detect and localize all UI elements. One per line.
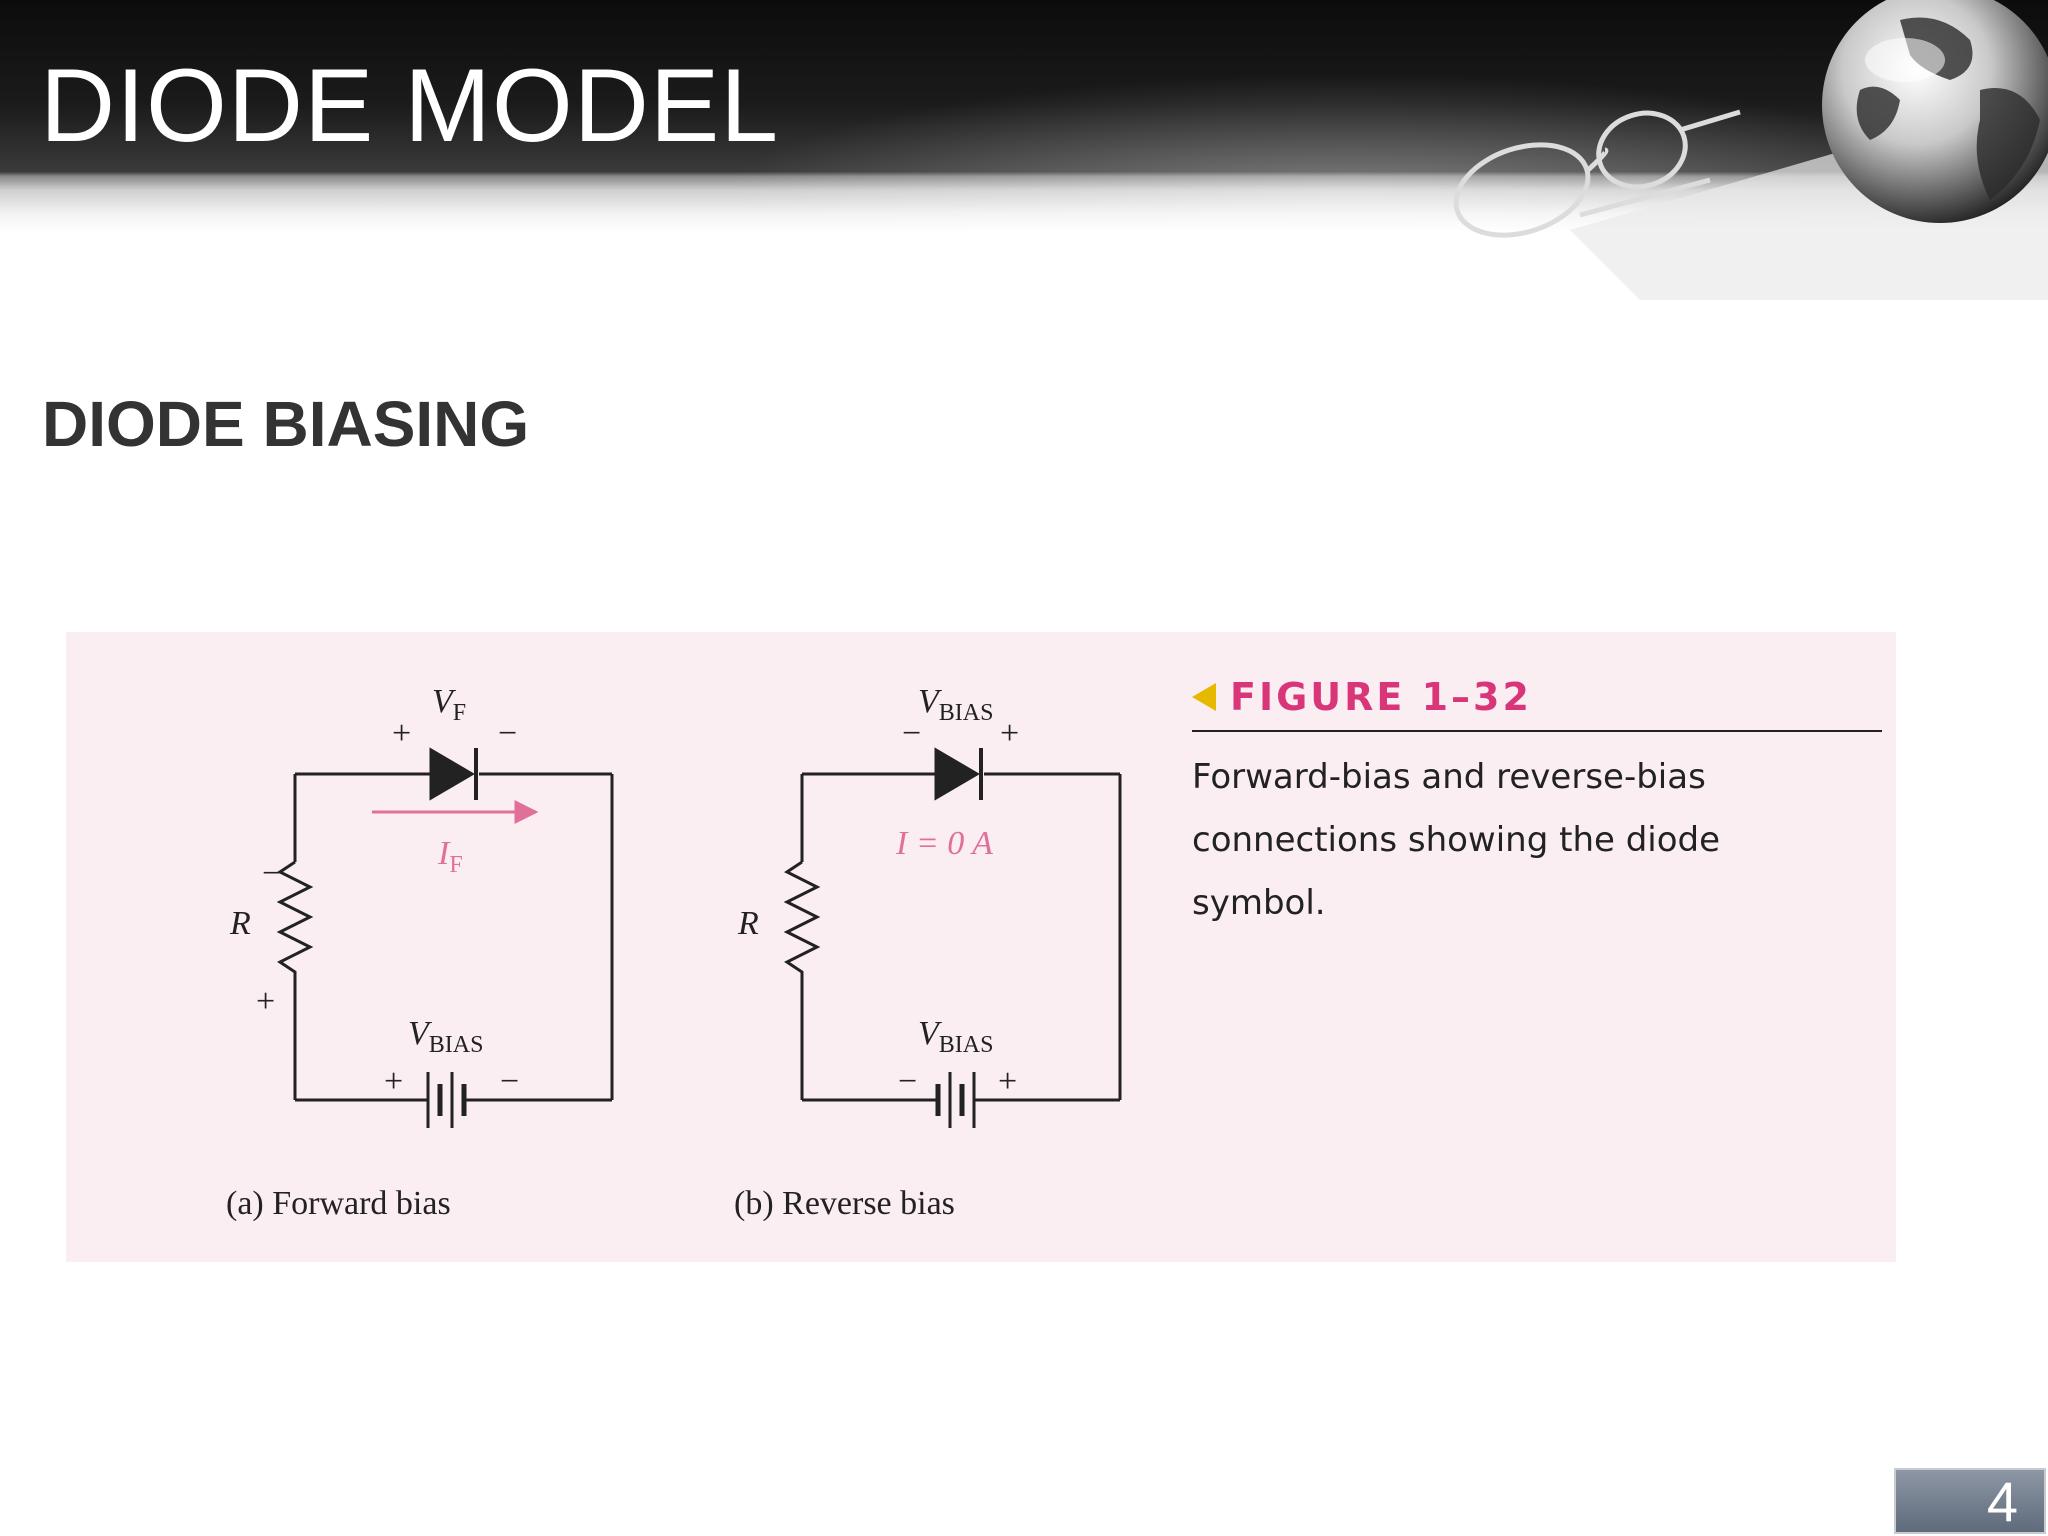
reverse-diode-symbol bbox=[934, 747, 980, 801]
reverse-source-plus: + bbox=[998, 1063, 1017, 1100]
forward-diode-minus: − bbox=[498, 715, 517, 752]
reverse-resistor-label: R bbox=[737, 905, 759, 942]
figure-label-row: FIGURE 1–32 bbox=[1192, 672, 1882, 722]
page-number-box: 4 bbox=[1894, 1468, 2046, 1534]
globe-and-eyeglasses-image bbox=[1453, 0, 2048, 300]
reverse-source-minus: − bbox=[898, 1063, 917, 1100]
page-number: 4 bbox=[1986, 1470, 2018, 1533]
forward-diode-voltage-label: VF bbox=[432, 683, 466, 726]
figure-label: FIGURE 1–32 bbox=[1230, 675, 1532, 719]
figure-caption-line: connections showing the diode bbox=[1192, 820, 1721, 860]
forward-source-label: VBIAS bbox=[408, 1015, 483, 1058]
forward-current-label: IF bbox=[437, 835, 463, 878]
reverse-current-label: I = 0 A bbox=[895, 825, 993, 862]
bias-circuits-diagram: VF + − IF R − + VBIAS + − (a) Forward bi… bbox=[226, 683, 1122, 1222]
forward-source-minus: − bbox=[500, 1063, 519, 1100]
figure-panel: VF + − IF R − + VBIAS + − (a) Forward bi… bbox=[66, 632, 1896, 1262]
forward-source-plus: + bbox=[384, 1063, 403, 1100]
reverse-battery-symbol bbox=[935, 1072, 976, 1128]
forward-resistor-symbol bbox=[276, 860, 314, 982]
reverse-source-label: VBIAS bbox=[918, 1015, 993, 1058]
reverse-bias-circuit bbox=[783, 747, 1122, 1128]
forward-diode-symbol bbox=[429, 747, 475, 801]
forward-bias-caption: (a) Forward bias bbox=[226, 1185, 451, 1222]
forward-resistor-bottom-sign: + bbox=[256, 983, 275, 1020]
figure-caption-line: Forward-bias and reverse-bias bbox=[1192, 757, 1706, 797]
figure-caption-block: FIGURE 1–32 Forward-bias and reverse-bia… bbox=[1192, 672, 1882, 935]
section-subtitle: DIODE BIASING bbox=[42, 388, 530, 460]
reverse-resistor-symbol bbox=[783, 860, 821, 982]
forward-diode-plus: + bbox=[392, 715, 411, 752]
reverse-diode-minus: − bbox=[902, 715, 921, 752]
reverse-diode-plus: + bbox=[1000, 715, 1019, 752]
figure-rule bbox=[1192, 730, 1882, 732]
forward-resistor-top-sign: − bbox=[262, 855, 281, 892]
forward-bias-circuit bbox=[276, 747, 614, 1128]
reverse-diode-voltage-label: VBIAS bbox=[918, 683, 993, 726]
triangle-left-icon bbox=[1192, 683, 1216, 711]
figure-caption-line: symbol. bbox=[1192, 883, 1326, 923]
figure-caption: Forward-bias and reverse-bias connection… bbox=[1192, 746, 1882, 935]
forward-battery-symbol bbox=[426, 1072, 467, 1128]
reverse-bias-caption: (b) Reverse bias bbox=[734, 1185, 955, 1222]
slide-title: DIODE MODEL bbox=[40, 48, 780, 164]
forward-resistor-label: R bbox=[229, 905, 251, 942]
